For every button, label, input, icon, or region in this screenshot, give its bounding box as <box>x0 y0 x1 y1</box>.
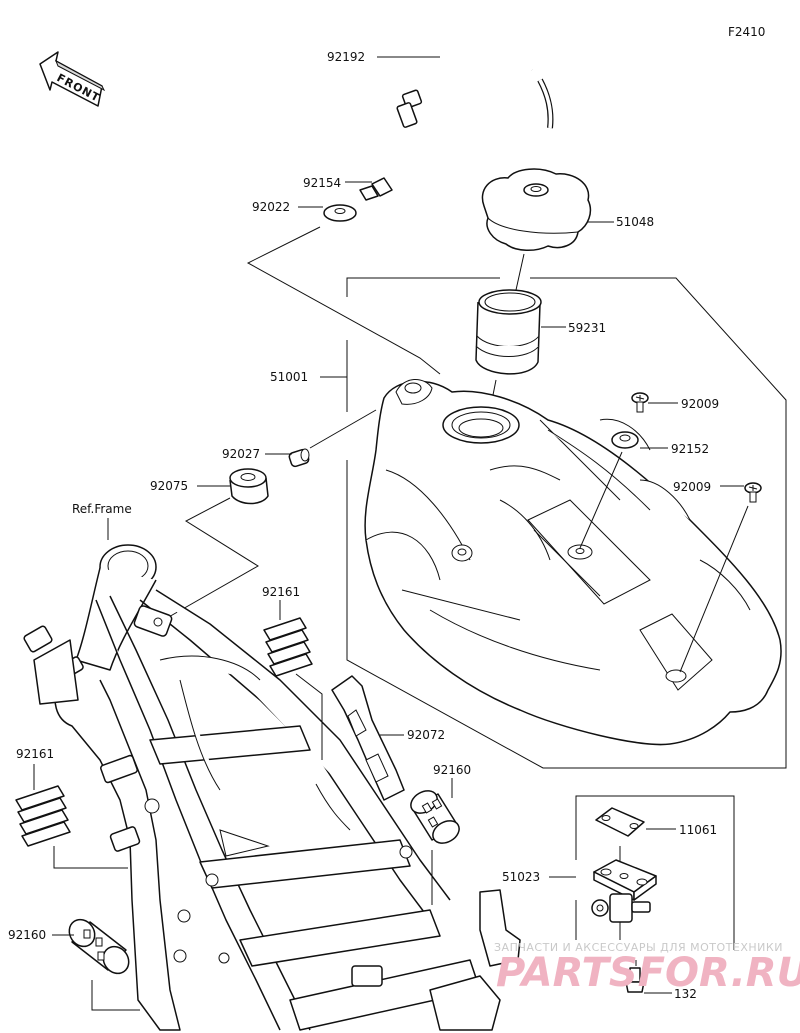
label-92161-b: 92161 <box>16 747 54 761</box>
grommet-part <box>611 431 639 449</box>
label-92072: 92072 <box>407 728 445 742</box>
watermark-subtitle: ЗАПЧАСТИ И АКСЕССУАРЫ ДЛЯ МОТОТЕХНИКИ <box>494 941 783 954</box>
label-92154: 92154 <box>303 176 341 190</box>
bolt-part <box>359 177 393 201</box>
label-51023: 51023 <box>502 870 540 884</box>
damper-pad <box>263 617 313 677</box>
washer-part <box>323 204 357 222</box>
label-51001: 51001 <box>270 370 308 384</box>
damper-part <box>229 468 269 505</box>
label-92161-a: 92161 <box>262 585 300 599</box>
filler-neck <box>475 289 542 375</box>
damper-cylinder <box>68 918 130 975</box>
fuel-hose <box>396 40 554 129</box>
fuel-cap <box>481 168 592 251</box>
label-51048: 51048 <box>616 215 654 229</box>
label-59231: 59231 <box>568 321 606 335</box>
ref-frame-label: Ref.Frame <box>72 502 132 516</box>
label-92027: 92027 <box>222 447 260 461</box>
screw-icon <box>625 967 645 993</box>
gasket-part <box>595 807 645 837</box>
collar-part <box>288 448 310 468</box>
damper-pad <box>15 785 71 847</box>
label-92192: 92192 <box>327 50 365 64</box>
damper-cylinder <box>410 790 460 844</box>
label-92152: 92152 <box>671 442 709 456</box>
label-92009-a: 92009 <box>681 397 719 411</box>
label-92160-a: 92160 <box>433 763 471 777</box>
label-92075: 92075 <box>150 479 188 493</box>
figure-code: F2410 <box>728 25 765 39</box>
label-92160-b: 92160 <box>8 928 46 942</box>
watermark-brand: PARTSFOR.RU <box>496 950 800 996</box>
motorcycle-frame <box>23 544 521 1031</box>
label-11061: 11061 <box>679 823 717 837</box>
fuel-cock <box>591 846 657 940</box>
fuel-cock-bracket <box>575 795 735 950</box>
fuel-tank <box>364 379 782 746</box>
label-92009-b: 92009 <box>673 480 711 494</box>
mounting-band <box>331 675 405 801</box>
front-arrow-icon: FRONT <box>39 51 106 107</box>
label-132: 132 <box>674 987 697 1001</box>
screw-icon <box>631 392 649 413</box>
screw-icon <box>744 482 762 503</box>
label-92022: 92022 <box>252 200 290 214</box>
tank-assembly-bracket <box>346 277 787 769</box>
